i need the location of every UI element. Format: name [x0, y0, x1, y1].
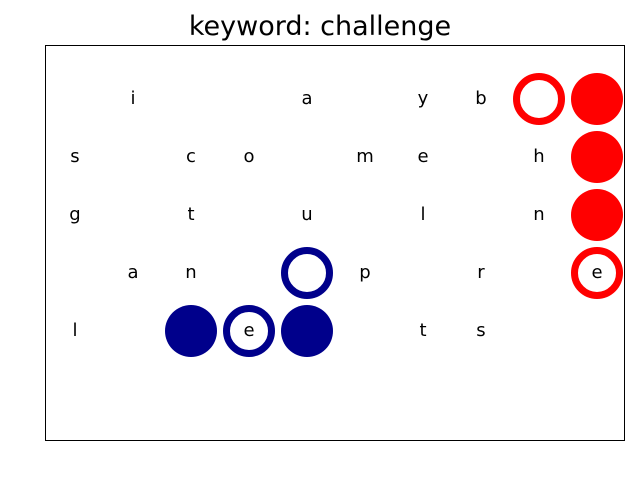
- board-cell[interactable]: s: [46, 128, 104, 186]
- board-cell[interactable]: y: [394, 70, 452, 128]
- board-cell[interactable]: t: [162, 186, 220, 244]
- red-disc-marker: [571, 131, 623, 183]
- cell-letter: n: [533, 204, 545, 225]
- board-cell[interactable]: e: [220, 302, 278, 360]
- game-board: i a y b s c o m e h g t u l n a n p r e l e t s: [45, 45, 625, 441]
- cell-letter: c: [186, 146, 196, 167]
- board-cell[interactable]: l: [46, 302, 104, 360]
- board-cell[interactable]: t: [394, 302, 452, 360]
- board-cell[interactable]: [568, 186, 626, 244]
- board-cell[interactable]: u: [278, 186, 336, 244]
- red-ring-marker: [571, 247, 623, 299]
- cell-letter: a: [127, 262, 139, 283]
- board-cell[interactable]: r: [452, 244, 510, 302]
- red-ring-marker: [513, 73, 565, 125]
- board-cell[interactable]: g: [46, 186, 104, 244]
- cell-letter: r: [477, 262, 485, 283]
- board-cell[interactable]: o: [220, 128, 278, 186]
- board-cell[interactable]: i: [104, 70, 162, 128]
- board-cell[interactable]: s: [452, 302, 510, 360]
- cell-letter: g: [69, 204, 81, 225]
- board-cell[interactable]: l: [394, 186, 452, 244]
- cell-letter: l: [420, 204, 426, 225]
- cell-letter: p: [359, 262, 371, 283]
- board-cell[interactable]: e: [568, 244, 626, 302]
- cell-letter: e: [243, 320, 255, 341]
- cell-letter: t: [187, 204, 195, 225]
- cell-letter: y: [417, 88, 429, 109]
- blue-ring-marker: [223, 305, 275, 357]
- board-cell[interactable]: b: [452, 70, 510, 128]
- board-cell[interactable]: e: [394, 128, 452, 186]
- board-cell[interactable]: n: [162, 244, 220, 302]
- cell-letter: l: [72, 320, 78, 341]
- cell-letter: u: [301, 204, 313, 225]
- board-cell[interactable]: n: [510, 186, 568, 244]
- blue-ring-marker: [281, 247, 333, 299]
- cell-letter: a: [301, 88, 313, 109]
- board-cell[interactable]: [278, 244, 336, 302]
- blue-disc-marker: [165, 305, 217, 357]
- cell-letter: e: [417, 146, 429, 167]
- cell-letter: s: [70, 146, 80, 167]
- cell-letter: i: [130, 88, 136, 109]
- board-cell[interactable]: m: [336, 128, 394, 186]
- blue-disc-marker: [281, 305, 333, 357]
- red-disc-marker: [571, 189, 623, 241]
- board-cell[interactable]: h: [510, 128, 568, 186]
- cell-letter: n: [185, 262, 197, 283]
- red-disc-marker: [571, 73, 623, 125]
- board-cell[interactable]: [278, 302, 336, 360]
- board-cell[interactable]: a: [104, 244, 162, 302]
- cell-letter: m: [356, 146, 374, 167]
- page-title: keyword: challenge: [188, 11, 452, 42]
- cell-letter: h: [533, 146, 545, 167]
- cell-letter: e: [591, 262, 603, 283]
- board-cell[interactable]: a: [278, 70, 336, 128]
- board-cell[interactable]: [510, 70, 568, 128]
- cell-letter: s: [476, 320, 486, 341]
- cell-letter: o: [243, 146, 255, 167]
- board-cell[interactable]: [568, 70, 626, 128]
- cell-letter: b: [475, 88, 487, 109]
- board-cell[interactable]: p: [336, 244, 394, 302]
- board-cell[interactable]: [162, 302, 220, 360]
- cell-letter: t: [419, 320, 427, 341]
- board-cell[interactable]: c: [162, 128, 220, 186]
- board-cell[interactable]: [568, 128, 626, 186]
